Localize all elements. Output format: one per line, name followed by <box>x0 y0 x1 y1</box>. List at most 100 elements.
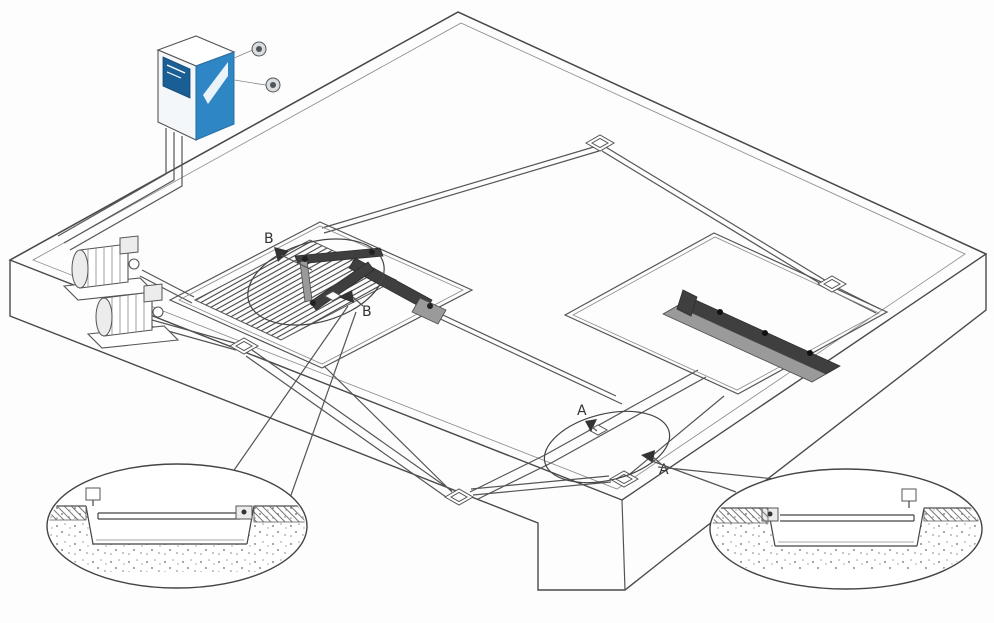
pit-wall <box>246 505 255 545</box>
ramp-end-support <box>676 289 698 317</box>
hinge-pin <box>241 509 247 515</box>
left-lift-pit <box>168 221 474 369</box>
conduit-line <box>603 145 829 283</box>
leader-line <box>289 311 357 499</box>
cover-plate <box>443 488 475 506</box>
section-label-b-upper: B <box>264 231 274 247</box>
edge-hatch <box>49 505 87 521</box>
button-cable <box>233 79 267 86</box>
conduit-line <box>323 365 453 493</box>
end-cap <box>71 249 89 289</box>
pump-flange <box>128 258 140 270</box>
power-cable <box>69 136 183 251</box>
ramp-flap <box>662 305 827 383</box>
pit-wall <box>916 507 925 547</box>
conduit-line <box>472 481 612 496</box>
section-label-a-upper: A <box>577 403 587 419</box>
conduit-line <box>470 475 610 490</box>
hinge-pin <box>807 350 813 356</box>
pit-inner-outline <box>572 236 880 391</box>
leader-line <box>229 305 349 477</box>
leader-line <box>651 460 737 493</box>
platform-profile <box>97 505 253 520</box>
scissor-mechanism <box>294 247 447 325</box>
detail-callout-right <box>651 460 983 590</box>
brand-text-mark <box>166 71 182 79</box>
leader-line <box>657 466 776 480</box>
hinge-pin <box>369 249 375 255</box>
section-arrowhead <box>338 290 354 303</box>
end-cap <box>95 297 113 337</box>
section-marker-b: B B <box>247 231 385 326</box>
rail-line <box>477 376 707 500</box>
hinge-pin <box>767 511 773 517</box>
edge-hatch <box>253 505 305 523</box>
pit-inner-outline <box>178 225 464 365</box>
pit-outline <box>563 232 889 395</box>
edge-hatch <box>923 507 979 522</box>
section-label-a-lower: A <box>659 462 669 478</box>
pit-outline <box>168 221 474 369</box>
power-cable <box>57 128 167 237</box>
hydraulic-power-unit-1 <box>62 235 156 301</box>
anchor-flag <box>901 488 917 502</box>
control-unit <box>57 35 281 251</box>
arrow-tail <box>352 296 364 307</box>
ramp-plate <box>676 297 841 375</box>
pit-wall <box>85 505 94 545</box>
power-cable <box>63 132 175 244</box>
section-marker-a: A A <box>543 403 671 484</box>
control-button-core <box>256 46 262 52</box>
arrow-tail <box>591 426 598 432</box>
hinge-pin <box>310 300 316 306</box>
cover-plate <box>816 275 848 293</box>
slab-silhouette <box>9 11 987 591</box>
conduit-line <box>629 395 725 475</box>
conduit-line <box>323 150 600 234</box>
pump-flange <box>152 306 164 318</box>
scissor-top-bar <box>294 247 384 265</box>
terminal-box <box>143 283 163 303</box>
cover-plate <box>608 470 640 488</box>
pit-cavity <box>768 508 924 546</box>
brand-text-mark <box>166 64 186 74</box>
marker-ellipse-a <box>543 410 671 484</box>
brand-mark <box>203 62 228 104</box>
arrow-tail <box>280 254 313 271</box>
section-arrowhead <box>641 450 655 463</box>
ramp-mechanism <box>662 289 841 383</box>
slab-inner-edge <box>32 22 966 490</box>
section-arrowhead <box>585 419 597 432</box>
hinge-pin <box>762 330 768 336</box>
section-label-b-lower: B <box>362 304 372 320</box>
conduit-line <box>321 145 598 229</box>
terminal-box <box>119 235 139 255</box>
scissor-foot <box>411 297 447 325</box>
marker-ellipse-b <box>247 238 385 326</box>
cover-plate <box>584 134 616 152</box>
conduit-line <box>151 319 239 345</box>
brand-panel <box>162 56 191 99</box>
conduit-line <box>245 355 447 498</box>
scissor-arm <box>309 261 375 311</box>
edge-hatch <box>712 507 769 524</box>
conduit-line <box>251 349 453 492</box>
hydraulic-power-unit-2 <box>86 283 180 349</box>
control-button-core <box>270 82 276 88</box>
rail-line <box>427 307 617 397</box>
arrow-tail <box>652 456 662 465</box>
conduit-line <box>139 275 193 304</box>
pit-cavity <box>86 506 254 544</box>
cover-plates <box>228 134 848 506</box>
cover-plate <box>228 337 260 355</box>
cross-section-right <box>712 488 980 570</box>
conduit-line <box>601 150 827 288</box>
button-cable <box>233 49 254 59</box>
section-arrowhead <box>274 247 289 262</box>
hinge-pin <box>427 303 433 309</box>
rail-line <box>433 315 623 405</box>
control-unit-side <box>195 51 235 141</box>
cross-section-left <box>49 487 305 572</box>
